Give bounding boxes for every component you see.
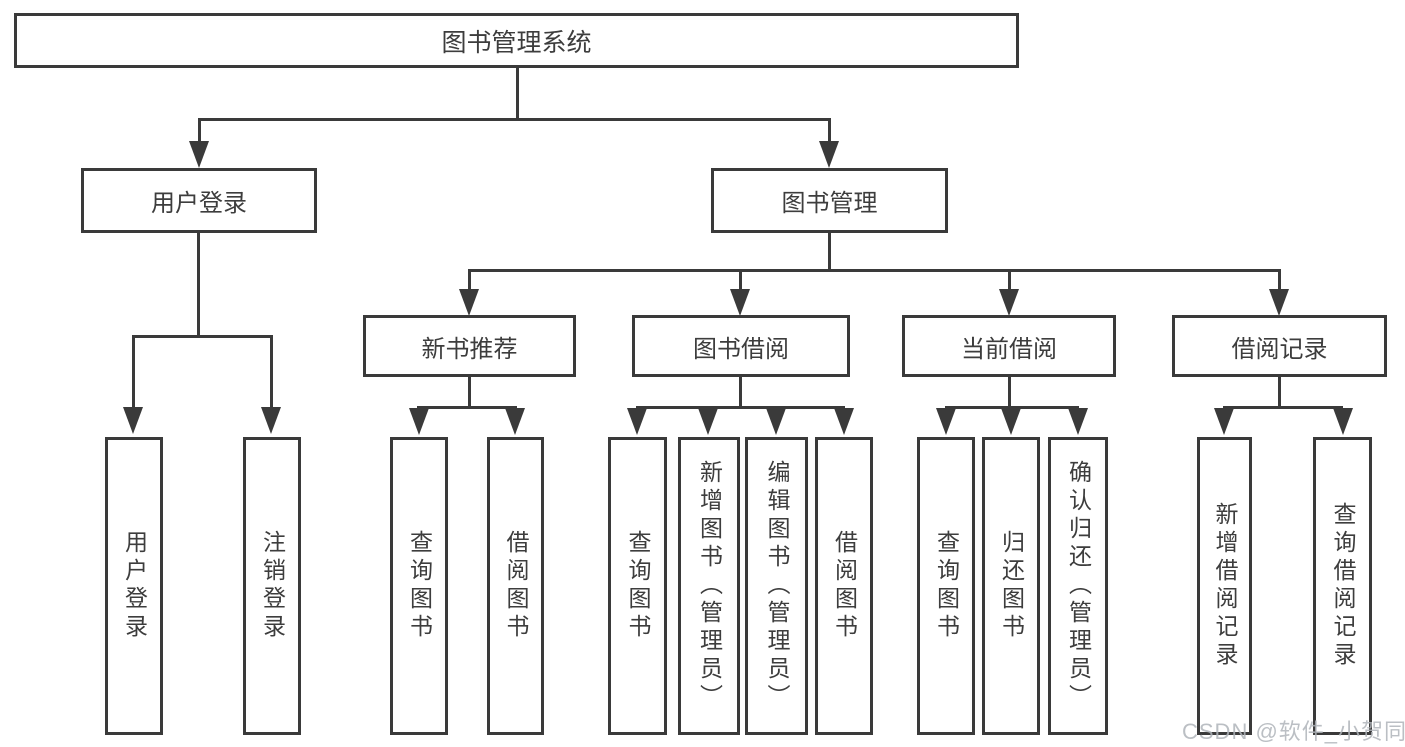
connector-bookborrow-vertical: [739, 377, 742, 408]
arrowhead-query-books-2-icon: [627, 408, 647, 435]
node-current-borrow: 当前借阅: [902, 315, 1116, 377]
leaf-borrow-books-2: 借阅图书: [815, 437, 873, 735]
arrowhead-confirm-return-icon: [1068, 408, 1088, 435]
connector-root-vertical: [516, 68, 519, 121]
leaf-query-books-3: 查询图书: [917, 437, 975, 735]
arrowhead-book-management-icon: [819, 141, 839, 168]
connector-currentborrow-horizontal: [945, 406, 1079, 409]
leaf-edit-book-admin-label: 编辑图书（管理员）: [764, 460, 790, 712]
node-borrow-records-label: 借阅记录: [1231, 335, 1328, 363]
connector-borrowrecord-horizontal: [1223, 406, 1343, 409]
node-current-borrow-label: 当前借阅: [961, 335, 1057, 363]
arrowhead-query-record-icon: [1333, 408, 1353, 435]
connector-level3-horizontal: [468, 269, 1281, 272]
node-root: 图书管理系统: [14, 13, 1019, 68]
connector-stub-newbook: [468, 269, 471, 291]
leaf-query-books-2: 查询图书: [608, 437, 667, 735]
connector-bookmgmt-vertical: [828, 233, 831, 271]
arrowhead-leaf-login-icon: [123, 407, 143, 434]
arrowhead-borrow-books-1-icon: [505, 408, 525, 435]
leaf-add-borrow-record: 新增借阅记录: [1197, 437, 1252, 735]
leaf-confirm-return-admin-label: 确认归还（管理员）: [1065, 460, 1092, 712]
leaf-return-books-label: 归还图书: [998, 530, 1025, 642]
connector-stub-book-management: [828, 118, 831, 144]
connector-level2-horizontal: [198, 118, 831, 121]
node-root-label: 图书管理系统: [441, 28, 592, 57]
connector-stub-borrowrecord: [1278, 269, 1281, 291]
connector-stub-leaf-login: [132, 338, 135, 408]
arrowhead-user-login-icon: [189, 141, 209, 168]
leaf-query-books-1: 查询图书: [390, 437, 448, 735]
leaf-add-borrow-record-label: 新增借阅记录: [1212, 502, 1238, 670]
leaf-add-book-admin: 新增图书（管理员）: [678, 437, 740, 735]
arrowhead-query-books-3-icon: [936, 408, 956, 435]
node-new-book-recommend-label: 新书推荐: [421, 335, 518, 363]
node-new-book-recommend: 新书推荐: [363, 315, 576, 377]
watermark: CSDN @软件_小贺同学: [1182, 719, 1405, 744]
arrowhead-newbook-icon: [459, 289, 479, 316]
arrowhead-return-books-icon: [1001, 408, 1021, 435]
leaf-logout: 注销登录: [243, 437, 301, 735]
arrowhead-query-books-1-icon: [409, 408, 429, 435]
connector-stub-user-login: [198, 118, 201, 144]
node-user-login-label: 用户登录: [151, 190, 247, 217]
arrowhead-leaf-logout-icon: [261, 407, 281, 434]
arrowhead-currentborrow-icon: [999, 289, 1019, 316]
leaf-query-borrow-record-label: 查询借阅记录: [1330, 502, 1356, 670]
leaf-add-book-admin-label: 新增图书（管理员）: [696, 460, 723, 712]
leaf-user-login: 用户登录: [105, 437, 163, 735]
leaf-return-books: 归还图书: [982, 437, 1040, 735]
leaf-borrow-books-2-label: 借阅图书: [831, 530, 858, 642]
node-book-management-label: 图书管理: [781, 190, 878, 217]
arrowhead-bookborrow-icon: [730, 289, 750, 316]
connector-userlogin-horizontal: [132, 335, 273, 338]
node-book-management: 图书管理: [711, 168, 948, 233]
leaf-borrow-books-1: 借阅图书: [487, 437, 544, 735]
leaf-edit-book-admin: 编辑图书（管理员）: [745, 437, 808, 735]
connector-stub-leaf-logout: [270, 338, 273, 408]
node-book-borrow-label: 图书借阅: [693, 335, 789, 363]
connector-userlogin-vertical: [197, 233, 200, 338]
connector-stub-currentborrow: [1008, 269, 1011, 291]
arrowhead-add-record-icon: [1214, 408, 1234, 435]
connector-newbook-vertical: [468, 377, 471, 408]
leaf-query-books-2-label: 查询图书: [625, 530, 651, 642]
connector-newbook-horizontal: [417, 406, 517, 409]
leaf-query-borrow-record: 查询借阅记录: [1313, 437, 1372, 735]
node-user-login: 用户登录: [81, 168, 317, 233]
arrowhead-borrowrecord-icon: [1269, 289, 1289, 316]
arrowhead-borrow-books-2-icon: [834, 408, 854, 435]
leaf-borrow-books-1-label: 借阅图书: [503, 530, 529, 642]
connector-bookborrow-horizontal: [636, 406, 845, 409]
connector-stub-bookborrow: [739, 269, 742, 291]
leaf-logout-label: 注销登录: [259, 530, 286, 642]
connector-borrowrecord-vertical: [1278, 377, 1281, 408]
arrowhead-add-book-icon: [698, 408, 718, 435]
node-book-borrow: 图书借阅: [632, 315, 850, 377]
node-borrow-records: 借阅记录: [1172, 315, 1387, 377]
connector-currentborrow-vertical: [1008, 377, 1011, 408]
leaf-query-books-1-label: 查询图书: [406, 530, 433, 642]
leaf-user-login-label: 用户登录: [121, 530, 148, 642]
arrowhead-edit-book-icon: [766, 408, 786, 435]
leaf-query-books-3-label: 查询图书: [933, 530, 960, 642]
leaf-confirm-return-admin: 确认归还（管理员）: [1048, 437, 1108, 735]
